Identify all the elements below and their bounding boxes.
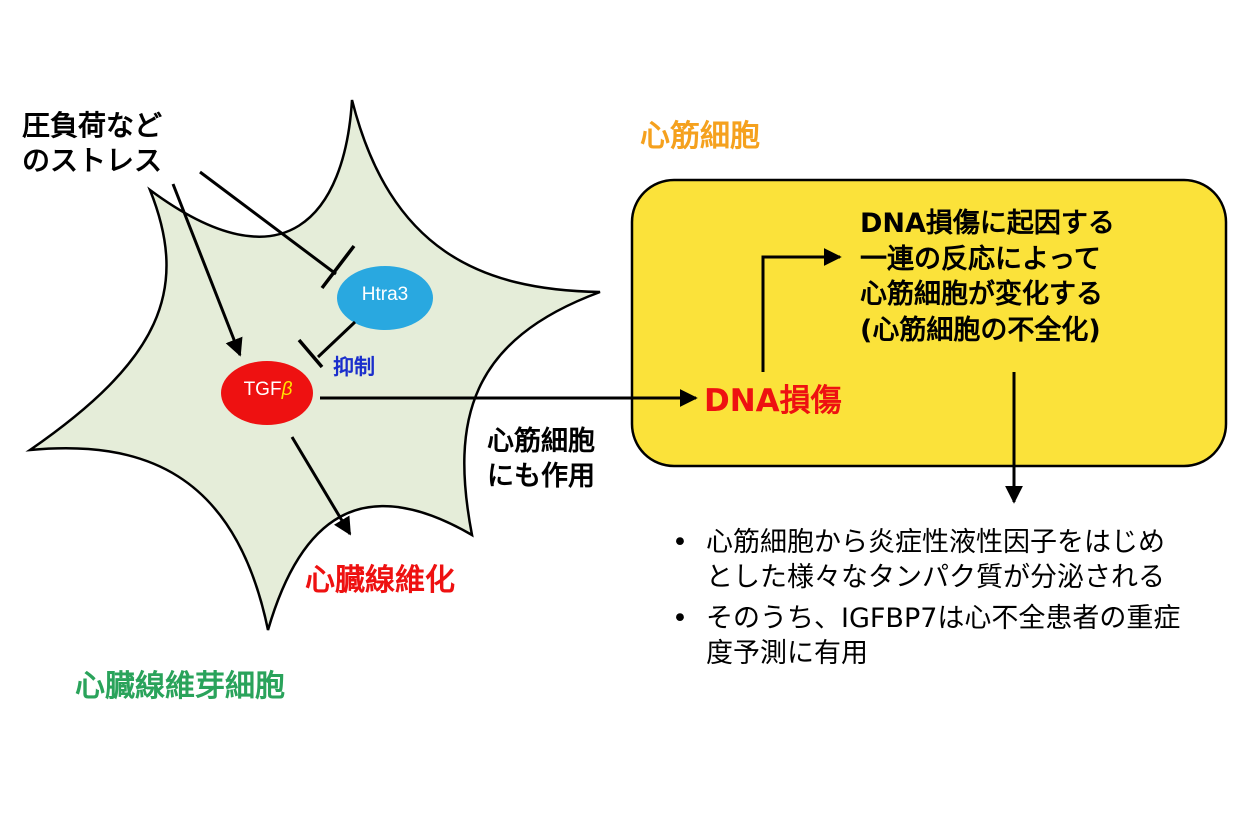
fibroblast-cell-shape — [25, 99, 601, 631]
response-line-4: (心筋細胞の不全化) — [860, 314, 1101, 346]
dna-damage-label: DNA損傷 — [704, 383, 842, 419]
bullet-text-secretion: 心筋細胞から炎症性液性因子をはじめとした様々なタンパク質が分泌される — [706, 527, 1165, 594]
htra3-inhibit-tgf-bar — [297, 338, 324, 369]
response-line-3: 心筋細胞が変化する — [860, 279, 1103, 311]
stress-label-line2: のストレス — [22, 144, 163, 177]
bullet-item-igfbp7: • そのうち、IGFBP7は心不全患者の重症度予測に有用 — [672, 601, 1186, 671]
bullet-text-igfbp7: そのうち、IGFBP7は心不全患者の重症度予測に有用 — [706, 603, 1181, 670]
acts-on-line2: にも作用 — [487, 461, 595, 493]
stress-label-line1: 圧負荷など — [22, 109, 163, 142]
response-line-2: 一連の反応によって — [860, 243, 1101, 275]
tgf-beta-symbol: β — [281, 379, 293, 400]
stress-to-tgf-arrow — [171, 183, 243, 357]
tgf-beta-node — [221, 361, 313, 425]
htra3-node — [337, 266, 433, 330]
dna-damage-to-response-arrow — [761, 248, 842, 372]
cardiac-fibroblast-label: 心臓線維芽細胞 — [75, 669, 285, 704]
stress-label: 圧負荷など のストレス — [22, 108, 162, 178]
acts-on-cardiomyocyte-label: 心筋細胞 にも作用 — [487, 424, 595, 494]
bullet-marker: • — [672, 603, 688, 635]
cardiac-fibrosis-label: 心臓線維化 — [305, 563, 455, 598]
tgf-beta-label: TGFβ — [222, 379, 314, 401]
tgf-label-text: TGF — [243, 379, 282, 400]
stress-inhibit-htra3-bar — [320, 244, 356, 290]
bullet-item-secretion: • 心筋細胞から炎症性液性因子をはじめとした様々なタンパク質が分泌される — [672, 525, 1186, 595]
bullet-marker: • — [672, 527, 688, 558]
htra3-inhibit-tgf-line — [316, 320, 357, 359]
tgf-to-fibrosis-arrow — [290, 436, 352, 536]
response-line-1: DNA損傷に起因する — [860, 208, 1115, 239]
cardiomyocyte-box — [630, 178, 1228, 468]
acts-on-line1: 心筋細胞 — [487, 426, 595, 457]
inhibit-label: 抑制 — [333, 355, 375, 379]
htra3-label: Htra3 — [361, 284, 409, 305]
secretion-bullet-list: • 心筋細胞から炎症性液性因子をはじめとした様々なタンパク質が分泌される • そ… — [672, 525, 1186, 677]
stress-inhibit-htra3-line — [199, 170, 337, 276]
cardiomyocyte-response-text: DNA損傷に起因する 一連の反応によって 心筋細胞が変化する (心筋細胞の不全化… — [860, 206, 1115, 349]
cardiomyocyte-title: 心筋細胞 — [640, 119, 760, 154]
